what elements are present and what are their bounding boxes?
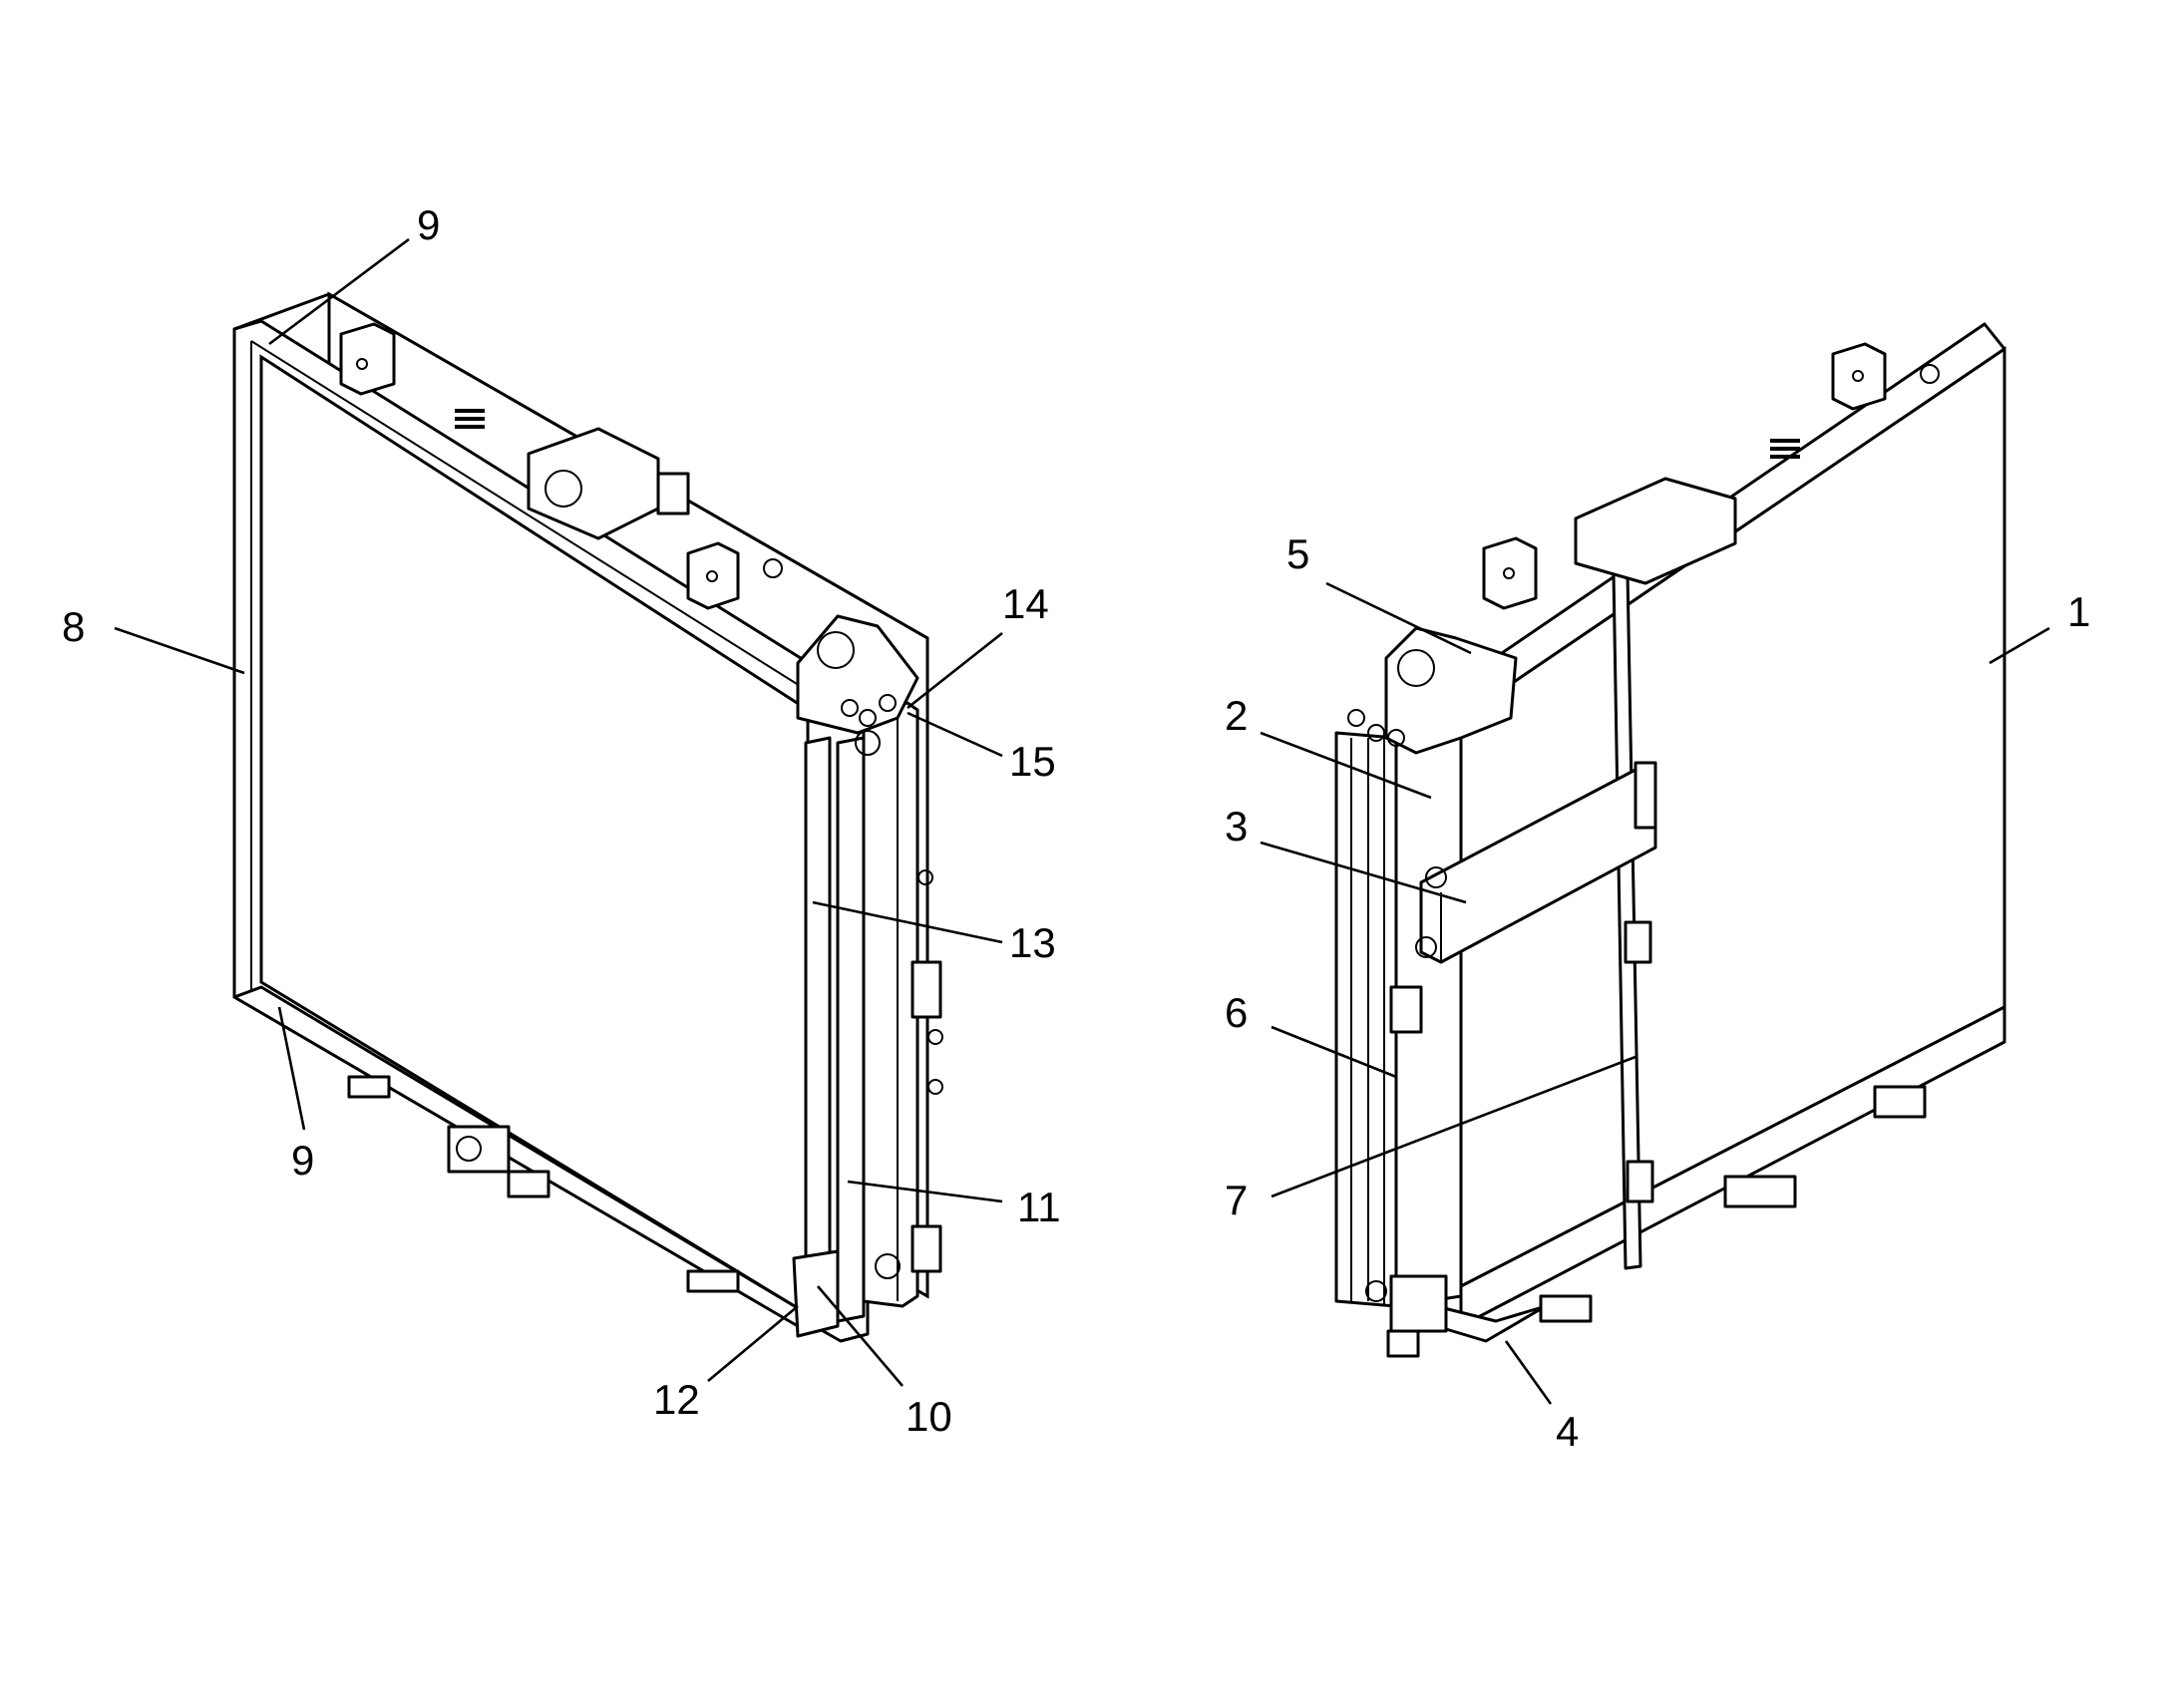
left-side-bar-outer [836, 736, 866, 1323]
right-left-channel [1334, 731, 1398, 1308]
right-top-block-3 [1831, 342, 1887, 411]
callout-2: 2 [1225, 692, 1248, 739]
left-radiator-view [232, 291, 943, 1343]
left-top-bracket [796, 614, 919, 735]
callout-13: 13 [1009, 919, 1056, 966]
callout-15: 15 [1009, 738, 1056, 785]
callout-9-bottom: 9 [291, 1137, 314, 1184]
left-side-channel [862, 701, 919, 1308]
right-top-block-1 [1482, 536, 1538, 610]
callout-3: 3 [1225, 803, 1248, 850]
left-bottom-bracket [792, 1249, 840, 1338]
callout-11: 11 [1017, 1184, 1061, 1230]
callout-8: 8 [62, 603, 85, 650]
right-radiator-view [1334, 322, 2006, 1358]
callout-4: 4 [1556, 1408, 1579, 1455]
callout-14: 14 [1002, 580, 1049, 627]
callout-labels: 1 2 3 4 5 6 7 8 9 9 10 11 12 13 14 15 [62, 201, 2090, 1455]
left-top-block-1 [339, 322, 396, 396]
callout-9-top: 9 [417, 201, 440, 248]
callout-7: 7 [1225, 1177, 1248, 1223]
leader-lines [114, 237, 2050, 1405]
callout-10: 10 [906, 1393, 952, 1440]
callout-6: 6 [1225, 989, 1248, 1036]
left-side-bar-inner [804, 736, 832, 1293]
right-top-block-2 [1574, 477, 1737, 585]
right-top-bracket [1384, 626, 1518, 755]
left-top-block-3 [686, 541, 740, 610]
callout-12: 12 [653, 1376, 700, 1423]
callout-1: 1 [2067, 588, 2090, 635]
callout-5: 5 [1286, 530, 1309, 577]
